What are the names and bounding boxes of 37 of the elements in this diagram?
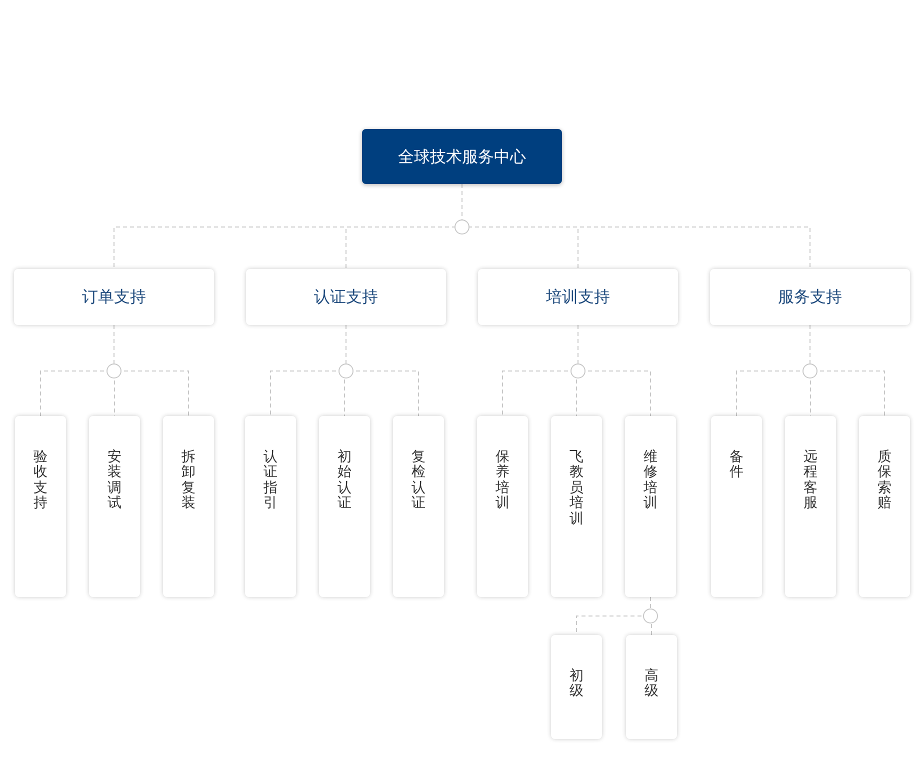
item-card: [15, 416, 66, 597]
node-label: 安装调试: [108, 450, 122, 514]
item-card: [551, 416, 602, 597]
node-label: 复检认证: [412, 450, 426, 514]
item-card: [245, 416, 296, 597]
item-card: [319, 416, 370, 597]
category-box: [478, 269, 678, 325]
node-label: 远程客服: [804, 450, 818, 514]
item-card: [393, 416, 444, 597]
node-label: 服务支持: [778, 286, 842, 308]
node-label: 备件: [730, 450, 744, 482]
item-card: [477, 416, 528, 597]
node-label: 飞教员培训: [570, 450, 584, 529]
node-label: 质保索赔: [878, 450, 892, 514]
item-card: [626, 635, 677, 739]
node-label: 拆卸复装: [182, 450, 196, 514]
node-label: 保养培训: [496, 450, 510, 514]
category-box: [246, 269, 446, 325]
node-label: 订单支持: [82, 286, 146, 308]
category-box: [14, 269, 214, 325]
item-card: [163, 416, 214, 597]
node-label: 维修培训: [644, 450, 658, 514]
item-card: [89, 416, 140, 597]
node-label: 初始认证: [338, 450, 352, 514]
item-card: [625, 416, 676, 597]
node-label: 培训支持: [546, 286, 610, 308]
category-box: [710, 269, 910, 325]
item-card: [859, 416, 910, 597]
node-label: 认证指引: [264, 450, 278, 514]
node-label: 全球技术服务中心: [398, 146, 526, 168]
node-label: 初级: [570, 669, 584, 702]
root-box: [362, 129, 562, 184]
node-label: 高级: [644, 669, 658, 702]
node-label: 验收支持: [34, 450, 48, 514]
item-card: [711, 416, 762, 597]
item-card: [785, 416, 836, 597]
node-label: 认证支持: [314, 286, 378, 308]
